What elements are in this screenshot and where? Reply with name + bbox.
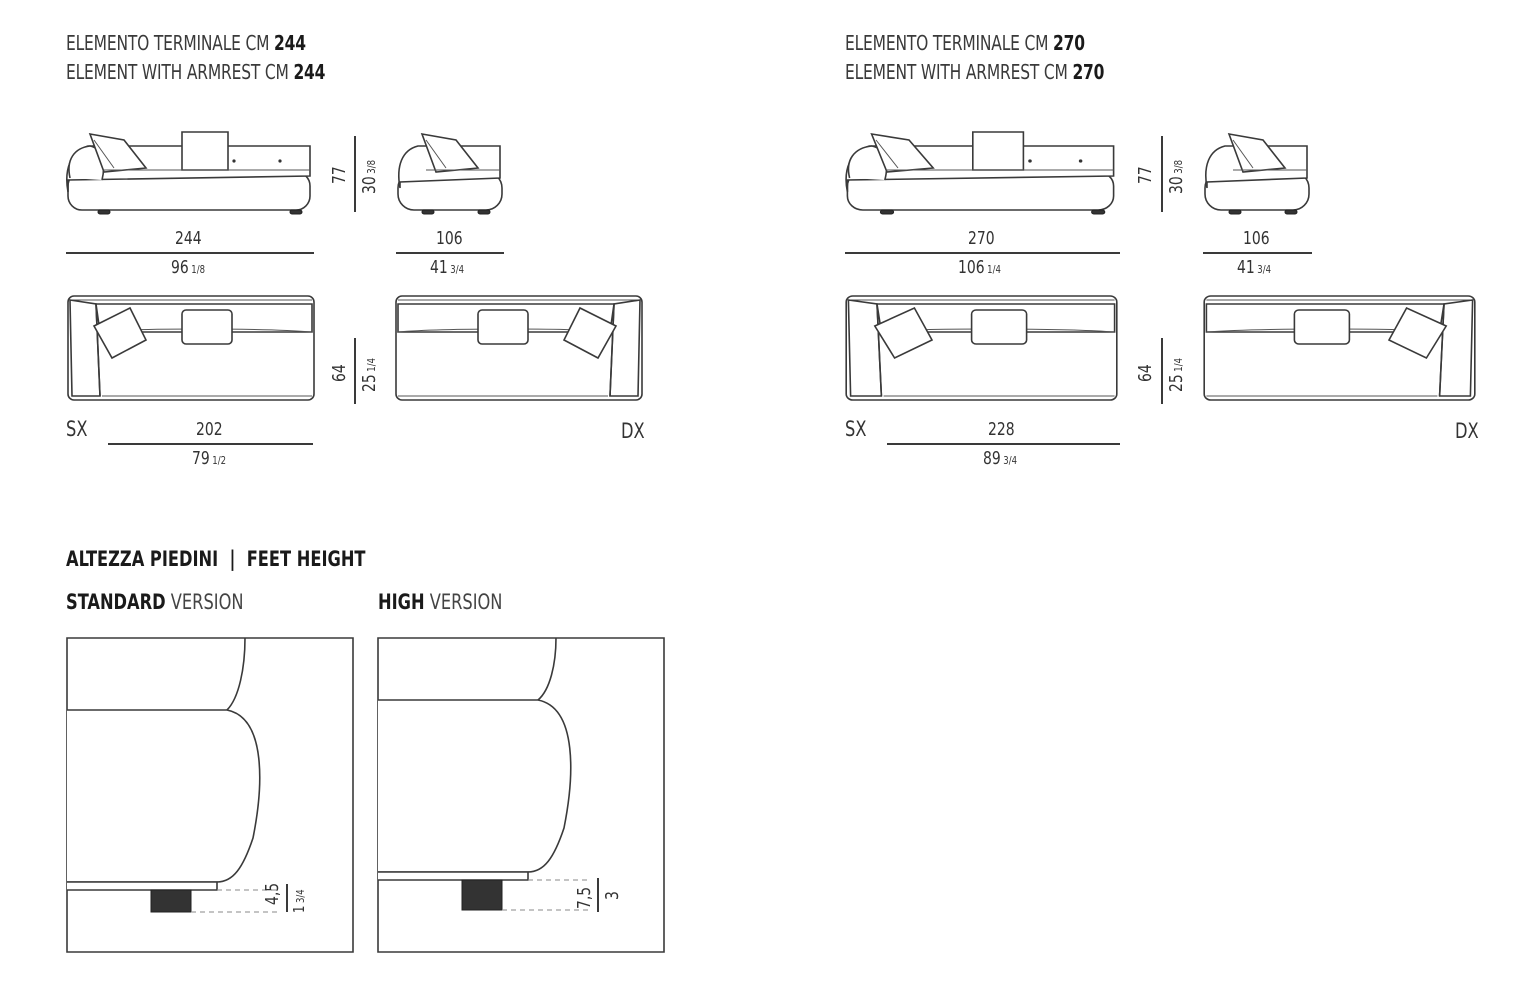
- left-seat-depth-in: 251/4: [359, 357, 380, 392]
- right-plan-dx: [1203, 295, 1476, 401]
- left-plan-dx: [395, 295, 643, 401]
- standard-feet-detail: [66, 637, 354, 953]
- left-height-cm: 77: [329, 166, 350, 184]
- right-side-view: [1204, 133, 1310, 215]
- right-seat-depth-cm: 64: [1135, 364, 1156, 382]
- left-label-dx: DX: [621, 419, 645, 443]
- left-seat-depth-cm: 64: [329, 364, 350, 382]
- right-side-depth-cm: 106: [1243, 228, 1270, 249]
- right-front-view: [845, 131, 1115, 215]
- high-feet-cm: 7,5: [574, 886, 595, 909]
- right-title-it: ELEMENTO TERMINALE CM 270: [845, 31, 1085, 55]
- left-side-depth-cm: 106: [436, 228, 463, 249]
- right-title-en: ELEMENT WITH ARMREST CM 270: [845, 60, 1105, 84]
- right-dimension-lines: [845, 136, 1312, 444]
- right-seat-depth-in: 251/4: [1166, 357, 1187, 392]
- left-front-width-cm: 244: [175, 228, 202, 249]
- right-front-width-cm: 270: [968, 228, 995, 249]
- feet-height-title: ALTEZZA PIEDINI | FEET HEIGHT: [66, 547, 366, 571]
- high-feet-detail: [377, 637, 665, 953]
- right-label-dx: DX: [1455, 419, 1479, 443]
- left-side-view: [397, 133, 503, 215]
- high-version-label: HIGH VERSION: [378, 590, 503, 614]
- left-title-en: ELEMENT WITH ARMREST CM 244: [66, 60, 326, 84]
- right-plan-sx: [845, 295, 1118, 401]
- standard-version-label: STANDARD VERSION: [66, 590, 244, 614]
- standard-feet-in: 13/4: [290, 889, 308, 913]
- left-plan-sx: [67, 295, 315, 401]
- left-plan-width-cm: 202: [196, 419, 223, 440]
- right-plan-width-cm: 228: [988, 419, 1015, 440]
- standard-feet-cm: 4,5: [262, 882, 283, 905]
- left-label-sx: SX: [66, 417, 88, 441]
- right-label-sx: SX: [845, 417, 867, 441]
- left-dimension-lines: [66, 136, 504, 444]
- left-title-it: ELEMENTO TERMINALE CM 244: [66, 31, 306, 55]
- right-height-cm: 77: [1135, 166, 1156, 184]
- high-feet-in: 3: [602, 891, 623, 900]
- left-front-view: [66, 131, 311, 215]
- right-height-in: 303/8: [1166, 159, 1187, 194]
- left-height-in: 303/8: [359, 159, 380, 194]
